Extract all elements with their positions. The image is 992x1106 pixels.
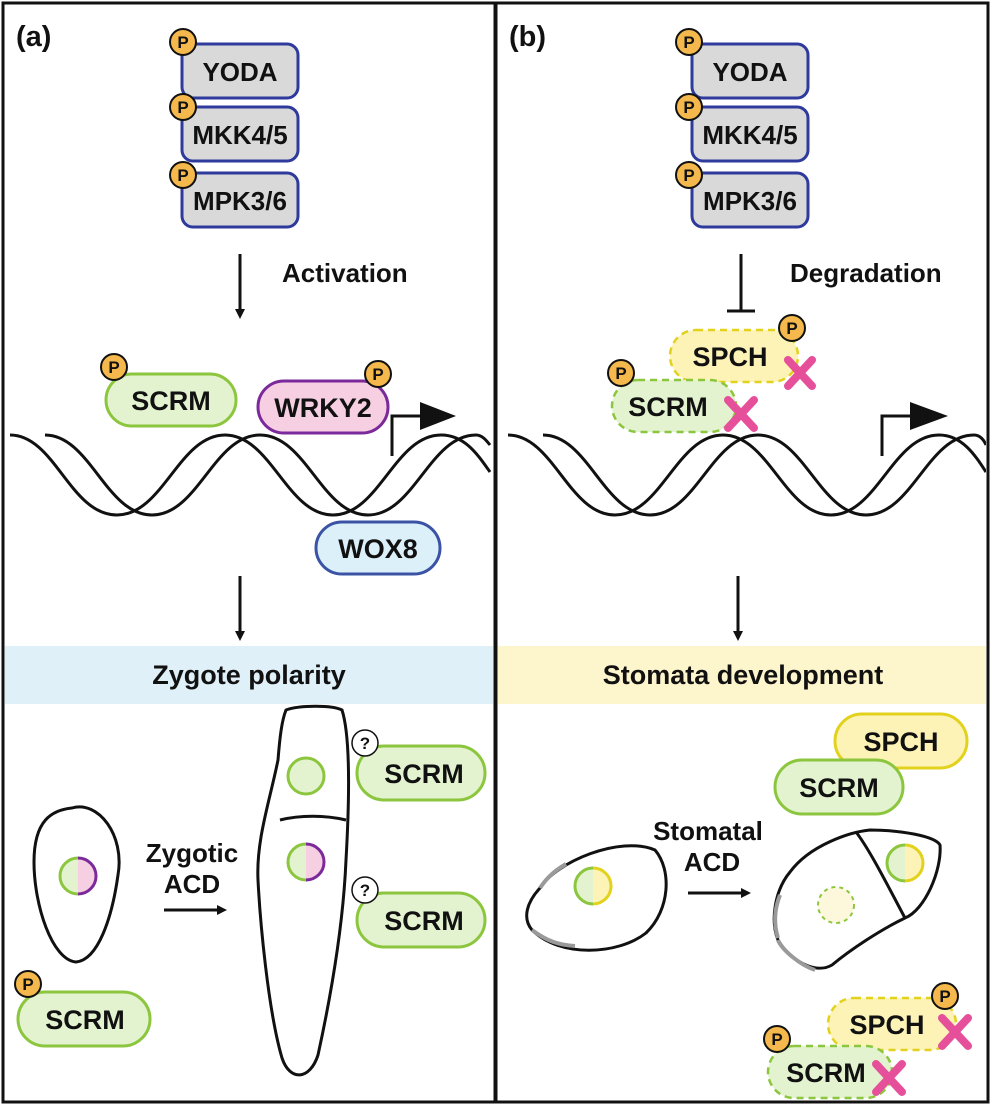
- stomata-development-label: Stomata development: [603, 660, 884, 690]
- mpk-label-b: MPK3/6: [703, 186, 797, 216]
- phospho-mpk-b-label: P: [683, 166, 694, 185]
- phospho-wrky2-label: P: [372, 365, 383, 384]
- mkk-box-a: [180, 105, 300, 163]
- stomatal-label: Stomatal: [653, 816, 763, 846]
- transcription-arrowhead-a: [420, 402, 456, 430]
- mpk-box-b: [690, 171, 810, 229]
- zygotic-label: Zygotic: [146, 838, 238, 868]
- phospho-scrm-a: [100, 353, 128, 381]
- scrm-degraded-top-label: SCRM: [628, 392, 708, 422]
- panel-b: (b) YODA MKK4/5 MPK3/6 P P P Degradation…: [498, 21, 986, 1100]
- dna-helix-a: [9, 433, 492, 517]
- phospho-scrm-bottom: [14, 970, 42, 998]
- dna-helix-b: [507, 433, 986, 517]
- spch-degraded-top: [668, 328, 800, 384]
- kinase-cascade-a: YODA MKK4/5 MPK3/6 P P P: [169, 28, 300, 229]
- yoda-box-a: [180, 42, 300, 100]
- divided-zygote: [256, 704, 351, 1077]
- spch-stable-label: SPCH: [863, 727, 938, 757]
- acd-label-a: ACD: [164, 869, 220, 899]
- phospho-spch-bottom: [931, 982, 959, 1010]
- phospho-scrm-bottom-b: [763, 1025, 791, 1053]
- phospho-spch-top-label: P: [786, 319, 797, 338]
- phospho-yoda-b-label: P: [683, 33, 694, 52]
- unknown-badge-lower: [351, 876, 379, 904]
- stomata-development-band: [498, 646, 986, 704]
- divided-stomatal-cell: [772, 828, 942, 972]
- spch-degraded-top-label: SPCH: [692, 342, 767, 372]
- zygote-polarity-band: [5, 646, 493, 704]
- scrm-unknown-lower: [355, 891, 487, 949]
- transcription-arrowhead-b: [910, 402, 948, 430]
- phospho-mkk-b: [675, 93, 703, 121]
- transcription-start-arrow-a: [390, 414, 432, 456]
- wrky2-label: WRKY2: [274, 393, 372, 423]
- phospho-mpk-b: [675, 161, 703, 189]
- scrm-protein-a: [104, 372, 238, 428]
- phospho-yoda-a-label: P: [177, 33, 188, 52]
- scrm-stable-label: SCRM: [799, 773, 879, 803]
- phospho-mkk-a-label: P: [177, 98, 188, 117]
- scrm-stable: [773, 758, 905, 816]
- phospho-mpk-a: [169, 161, 197, 189]
- spch-degraded-bottom-label: SPCH: [849, 1010, 924, 1040]
- phospho-scrm-top-b: [607, 359, 635, 387]
- scrm-label-a: SCRM: [131, 386, 211, 416]
- phospho-mkk-a: [169, 93, 197, 121]
- phospho-yoda-b: [675, 28, 703, 56]
- scrm-phospho-bottom: [16, 990, 152, 1048]
- phospho-wrky2: [364, 360, 392, 388]
- degrade-x-scrm-bottom: [872, 1060, 906, 1096]
- scrm-unknown-lower-label: SCRM: [384, 906, 464, 936]
- unknown-badge-lower-label: ?: [360, 881, 370, 900]
- phospho-spch-bottom-label: P: [939, 987, 950, 1006]
- phospho-scrm-bottom-label: P: [22, 975, 33, 994]
- scrm-phospho-bottom-label: SCRM: [45, 1005, 125, 1035]
- degrade-x-scrm-top: [724, 396, 758, 432]
- inhibition-arrow: [727, 254, 755, 313]
- phospho-yoda-a: [169, 28, 197, 56]
- mkk-label-a: MKK4/5: [192, 120, 287, 150]
- mpk-label-a: MPK3/6: [193, 186, 287, 216]
- wox8-label: WOX8: [338, 534, 418, 564]
- panel-a: (a) YODA MKK4/5 MPK3/6 P P P Activation: [5, 21, 493, 1077]
- yoda-label-b: YODA: [712, 57, 787, 87]
- transcription-start-arrow-b: [880, 414, 922, 456]
- wox8-gene: [314, 520, 442, 576]
- acd-label-b: ACD: [684, 847, 740, 877]
- scrm-unknown-upper-label: SCRM: [384, 759, 464, 789]
- yoda-label-a: YODA: [202, 57, 277, 87]
- phospho-scrm-top-b-label: P: [615, 364, 626, 383]
- scrm-unknown-upper: [355, 744, 487, 802]
- unknown-badge-upper: [351, 729, 379, 757]
- kinase-cascade-b: YODA MKK4/5 MPK3/6 P P P: [675, 28, 810, 229]
- mkk-label-b: MKK4/5: [702, 120, 797, 150]
- activation-label: Activation: [282, 258, 408, 288]
- phospho-mpk-a-label: P: [177, 166, 188, 185]
- panel-b-label: (b): [509, 21, 546, 53]
- yoda-box-b: [690, 42, 810, 100]
- phospho-mkk-b-label: P: [683, 98, 694, 117]
- phospho-spch-top: [778, 314, 806, 342]
- panel-b-frame: [494, 1, 990, 1104]
- stomatal-precursor-cell: [525, 844, 668, 952]
- degradation-label: Degradation: [790, 258, 942, 288]
- degrade-x-spch-top: [784, 356, 816, 390]
- unknown-badge-upper-label: ?: [360, 734, 370, 753]
- degrade-x-spch-bottom: [938, 1014, 972, 1050]
- zygote-cell: [32, 805, 121, 964]
- spch-degraded-bottom: [826, 996, 958, 1052]
- zygote-polarity-label: Zygote polarity: [152, 660, 346, 690]
- spch-stable: [833, 712, 969, 770]
- wrky2-protein: [256, 379, 390, 435]
- panel-a-label: (a): [16, 21, 51, 53]
- scrm-degraded-bottom-label: SCRM: [786, 1058, 866, 1088]
- phospho-scrm-bottom-b-label: P: [771, 1030, 782, 1049]
- mkk-box-b: [690, 105, 810, 163]
- phospho-scrm-a-label: P: [108, 358, 119, 377]
- mpk-box-a: [180, 171, 300, 229]
